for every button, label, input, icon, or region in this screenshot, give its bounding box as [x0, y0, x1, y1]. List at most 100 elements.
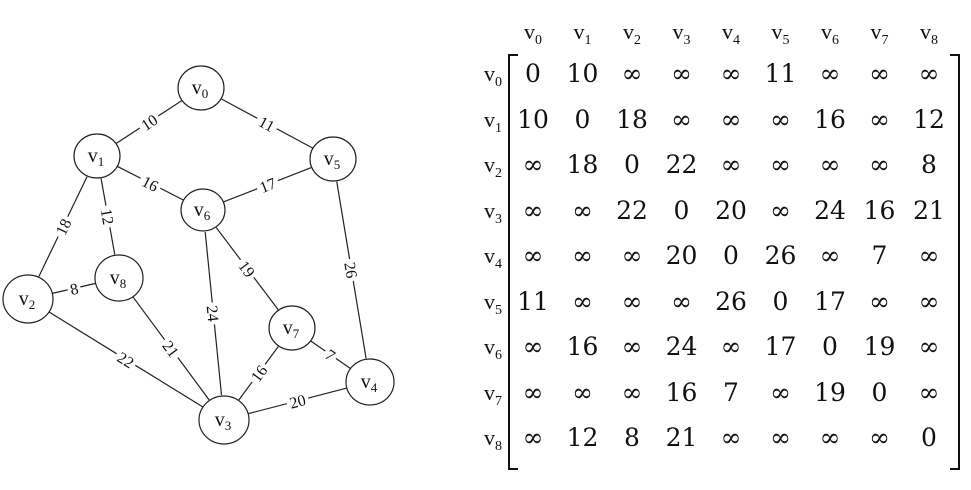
matrix-cell: ∞ — [720, 59, 742, 88]
column-header-v1: v1 — [573, 19, 592, 49]
row-header-v7: v7 — [484, 379, 502, 409]
matrix-cell: ∞ — [572, 377, 593, 407]
matrix-cell: ∞ — [621, 377, 643, 407]
matrix-cell: ∞ — [720, 150, 742, 179]
matrix-cell: 0 — [822, 332, 838, 361]
matrix-cell: 17 — [814, 286, 846, 316]
matrix-cell: ∞ — [621, 286, 643, 316]
matrix-cell: ∞ — [819, 423, 841, 452]
svg-text:8: 8 — [69, 281, 81, 299]
node-label: v0 — [192, 77, 209, 101]
matrix-cell: 11 — [764, 59, 797, 88]
edge-weight-label: 10 — [134, 108, 164, 136]
matrix-cell: 0 — [673, 195, 690, 225]
node-label: v4 — [361, 371, 378, 395]
row-header-v0: v0 — [484, 61, 502, 91]
matrix-cell: ∞ — [671, 59, 692, 88]
matrix-cell: 0 — [624, 150, 640, 179]
matrix-cell: 26 — [764, 241, 797, 270]
node-v1: v1 — [73, 133, 121, 179]
svg-text:18: 18 — [53, 216, 75, 238]
node-circle — [345, 358, 395, 406]
matrix-cell: 0 — [723, 241, 739, 270]
edge-weight-label: 12 — [97, 204, 119, 229]
matrix-cell: ∞ — [671, 104, 692, 134]
matrix-cell: ∞ — [869, 150, 890, 179]
node-v5: v5 — [309, 136, 357, 182]
matrix-cell: 12 — [913, 104, 945, 134]
svg-text:24: 24 — [203, 305, 222, 323]
matrix-cell: 24 — [814, 195, 846, 225]
matrix-cell: ∞ — [918, 332, 940, 361]
matrix-cell: 16 — [566, 332, 599, 361]
node-circle — [309, 136, 357, 182]
node-v3: v3 — [198, 395, 250, 445]
node-circle — [73, 133, 121, 179]
matrix-cell: 8 — [624, 423, 640, 452]
svg-text:16: 16 — [139, 173, 161, 195]
matrix-cell: ∞ — [918, 59, 940, 88]
matrix-cell: 17 — [764, 332, 797, 361]
edge-weight-label: 11 — [253, 110, 281, 137]
edge-weight-label: 21 — [157, 334, 185, 363]
matrix-cell: ∞ — [918, 377, 940, 407]
node-v0: v0 — [177, 65, 225, 111]
edge-weight-label: 18 — [50, 212, 76, 241]
node-label: v2 — [19, 288, 36, 312]
matrix-cell: ∞ — [522, 195, 544, 225]
node-label: v6 — [194, 199, 211, 223]
matrix-cell: ∞ — [522, 377, 544, 407]
svg-text:26: 26 — [340, 261, 359, 280]
matrix-cell: 20 — [715, 195, 747, 225]
column-header-v2: v2 — [623, 19, 641, 49]
matrix-cell: 12 — [566, 423, 599, 452]
matrix-cell: 0 — [772, 286, 789, 316]
edge-weight-label: 24 — [203, 301, 224, 326]
edge-weight-label: 20 — [284, 389, 311, 413]
column-header-v3: v3 — [672, 19, 691, 49]
edge-weight-label: 17 — [254, 172, 282, 198]
row-header-v5: v5 — [484, 288, 502, 318]
svg-text:11: 11 — [255, 114, 277, 136]
matrix-cell: 22 — [616, 195, 648, 225]
matrix-cell: 18 — [616, 104, 648, 134]
matrix-cell: ∞ — [522, 423, 544, 452]
matrix-cell: 11 — [517, 286, 549, 316]
matrix-cell: ∞ — [522, 150, 544, 179]
node-v7: v7 — [268, 305, 316, 351]
row-header-v4: v4 — [484, 243, 502, 273]
matrix-cell: ∞ — [869, 104, 890, 134]
matrix-cell: 16 — [863, 195, 896, 225]
matrix-cell: 0 — [574, 104, 591, 134]
node-label: v5 — [324, 148, 341, 172]
matrix-cell: 20 — [665, 241, 698, 270]
node-circle — [268, 305, 316, 351]
matrix-left-bracket — [508, 54, 518, 470]
matrix-cell: 0 — [525, 59, 541, 88]
matrix-cell: ∞ — [770, 150, 791, 179]
matrix-cell: ∞ — [572, 195, 593, 225]
row-header-v2: v2 — [484, 152, 502, 182]
matrix-cell: 10 — [517, 104, 549, 134]
svg-text:10: 10 — [138, 112, 161, 135]
node-circle — [2, 274, 54, 324]
matrix-cell: ∞ — [918, 241, 940, 270]
matrix-cell: 7 — [871, 241, 888, 270]
node-circle — [94, 254, 144, 302]
column-header-v0: v0 — [524, 19, 542, 49]
node-v2: v2 — [2, 274, 54, 324]
node-v6: v6 — [180, 188, 226, 232]
matrix-cell: 7 — [723, 377, 739, 407]
column-header-v7: v7 — [870, 19, 889, 49]
row-header-v6: v6 — [484, 334, 502, 364]
matrix-cell: ∞ — [819, 59, 841, 88]
svg-text:12: 12 — [97, 207, 117, 226]
column-header-v6: v6 — [821, 19, 839, 49]
node-v4: v4 — [345, 358, 395, 406]
edge-weight-label: 7 — [320, 343, 342, 366]
svg-text:20: 20 — [288, 392, 308, 412]
column-header-v5: v5 — [771, 19, 790, 49]
